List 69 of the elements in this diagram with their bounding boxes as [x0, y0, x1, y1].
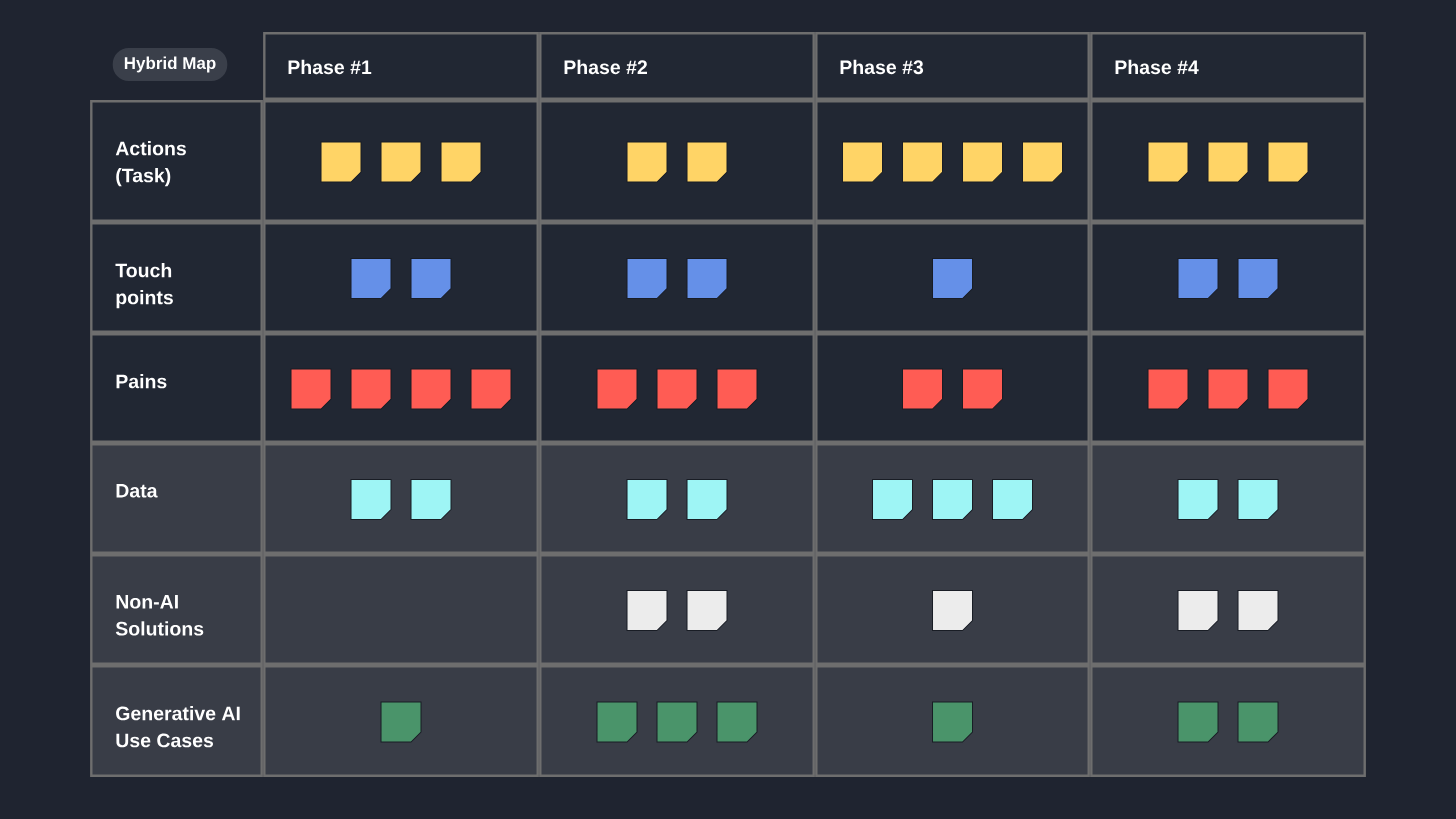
- sticky-note: [1022, 141, 1063, 183]
- sticky-note: [1207, 368, 1249, 410]
- sticky-note: [1147, 141, 1189, 183]
- row-header: Actions (Task): [90, 100, 263, 222]
- sticky-note: [962, 141, 1003, 183]
- sticky-note: [1177, 701, 1219, 743]
- column-header: Phase #2: [539, 32, 815, 100]
- row-header: Non-AI Solutions: [90, 554, 263, 665]
- table-cell: [815, 665, 1090, 777]
- sticky-note: [1177, 258, 1219, 299]
- title-badge: Hybrid Map: [112, 48, 228, 81]
- table-cell: [263, 554, 539, 665]
- sticky-note: [656, 701, 698, 743]
- sticky-note: [686, 590, 728, 631]
- sticky-note: [626, 590, 668, 631]
- sticky-note: [626, 141, 668, 183]
- sticky-note: [350, 479, 392, 520]
- sticky-note: [902, 368, 943, 410]
- sticky-note: [1267, 368, 1309, 410]
- sticky-note: [992, 479, 1033, 520]
- sticky-note: [410, 368, 452, 410]
- sticky-note: [380, 141, 422, 183]
- sticky-note: [626, 258, 668, 299]
- table-cell: [815, 222, 1090, 333]
- sticky-note: [1177, 479, 1219, 520]
- sticky-note: [410, 258, 452, 299]
- sticky-note: [1147, 368, 1189, 410]
- sticky-note: [440, 141, 482, 183]
- sticky-note: [1237, 590, 1279, 631]
- sticky-note: [1207, 141, 1249, 183]
- sticky-note: [1177, 590, 1219, 631]
- sticky-note: [596, 701, 638, 743]
- sticky-note: [902, 141, 943, 183]
- sticky-note: [686, 479, 728, 520]
- sticky-note: [350, 258, 392, 299]
- sticky-note: [932, 590, 973, 631]
- sticky-note: [686, 258, 728, 299]
- sticky-note: [686, 141, 728, 183]
- sticky-note: [626, 479, 668, 520]
- table-cell: [539, 100, 815, 222]
- sticky-note: [380, 701, 422, 743]
- sticky-note: [932, 479, 973, 520]
- row-header: Data: [90, 443, 263, 554]
- table-cell: [263, 665, 539, 777]
- sticky-note: [1237, 258, 1279, 299]
- sticky-note: [716, 368, 758, 410]
- row-header: Generative AI Use Cases: [90, 665, 263, 777]
- sticky-note: [596, 368, 638, 410]
- sticky-note: [1237, 479, 1279, 520]
- column-header: Phase #3: [815, 32, 1090, 100]
- table-cell: [815, 554, 1090, 665]
- column-header: Phase #1: [263, 32, 539, 100]
- sticky-note: [842, 141, 883, 183]
- sticky-note: [656, 368, 698, 410]
- sticky-note: [932, 701, 973, 743]
- sticky-note: [320, 141, 362, 183]
- sticky-note: [1267, 141, 1309, 183]
- sticky-note: [410, 479, 452, 520]
- row-header: Pains: [90, 333, 263, 443]
- sticky-note: [962, 368, 1003, 410]
- sticky-note: [872, 479, 913, 520]
- sticky-note: [350, 368, 392, 410]
- row-header: Touch points: [90, 222, 263, 333]
- sticky-note: [290, 368, 332, 410]
- sticky-note: [1237, 701, 1279, 743]
- column-header: Phase #4: [1090, 32, 1366, 100]
- sticky-note: [716, 701, 758, 743]
- sticky-note: [932, 258, 973, 299]
- sticky-note: [470, 368, 512, 410]
